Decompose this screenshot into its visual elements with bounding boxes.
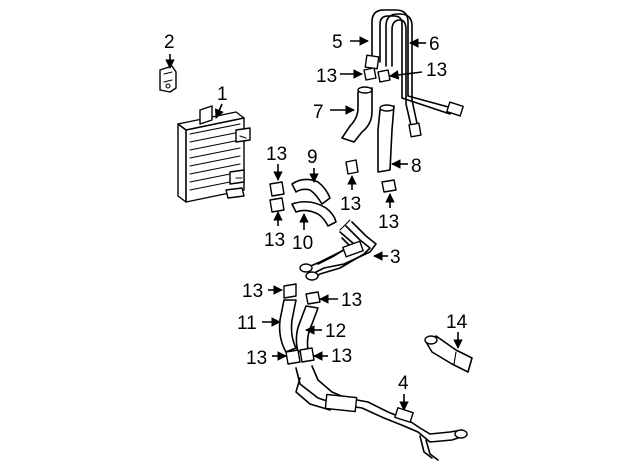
callout-13-mid-left: 13 bbox=[340, 194, 361, 215]
callout-13-upper-left: 13 bbox=[316, 66, 337, 87]
part-6-cooler-line[interactable] bbox=[385, 13, 422, 138]
part-11-hose[interactable] bbox=[278, 299, 297, 353]
callout-13-lower-right: 13 bbox=[331, 346, 352, 367]
clamp-13-mid-right[interactable] bbox=[381, 179, 397, 193]
callout-6: 6 bbox=[429, 34, 440, 55]
callout-4: 4 bbox=[398, 373, 409, 394]
callout-8: 8 bbox=[411, 156, 422, 177]
clamp-13-lower-left[interactable] bbox=[285, 349, 301, 365]
part-4-tube-assembly[interactable] bbox=[295, 365, 468, 461]
callout-11: 11 bbox=[237, 313, 257, 334]
callout-labels: 2 1 5 6 13 13 7 8 9 13 13 13 13 10 3 13 … bbox=[164, 32, 468, 394]
clamp-13-left-lower[interactable] bbox=[269, 197, 285, 213]
part-1-oil-cooler[interactable] bbox=[177, 105, 251, 203]
callout-10: 10 bbox=[292, 233, 313, 254]
callout-13-left-lower: 13 bbox=[264, 230, 285, 251]
callout-1: 1 bbox=[217, 84, 228, 105]
part-3-tube-assembly[interactable] bbox=[299, 219, 377, 281]
clamp-13-lower-right[interactable] bbox=[299, 347, 315, 363]
callout-3: 3 bbox=[390, 247, 401, 268]
callout-13-center-left: 13 bbox=[242, 281, 263, 302]
clamp-13-center-left[interactable] bbox=[283, 283, 297, 299]
clamp-13-mid-left[interactable] bbox=[345, 159, 359, 175]
callout-13-center-right: 13 bbox=[341, 290, 362, 311]
callout-13-left-upper: 13 bbox=[266, 144, 287, 165]
part-7-hose[interactable] bbox=[341, 86, 373, 143]
callout-13-upper-right: 13 bbox=[426, 60, 447, 81]
callout-13-lower-left: 13 bbox=[246, 348, 267, 369]
part-10-hose[interactable] bbox=[291, 200, 337, 227]
clamp-13-center-right[interactable] bbox=[305, 291, 321, 305]
callout-14: 14 bbox=[446, 312, 468, 333]
callout-2: 2 bbox=[164, 32, 175, 53]
part-12-hose[interactable] bbox=[295, 305, 319, 353]
part-14-hose[interactable] bbox=[424, 335, 473, 373]
part-9-hose[interactable] bbox=[291, 178, 331, 205]
part-8-hose[interactable] bbox=[377, 104, 395, 173]
clamp-13-upper-left[interactable] bbox=[363, 67, 377, 81]
callout-7: 7 bbox=[313, 102, 324, 123]
callout-13-mid-right: 13 bbox=[378, 212, 399, 233]
callout-9: 9 bbox=[307, 147, 318, 168]
callout-5: 5 bbox=[332, 32, 343, 53]
leader-lines bbox=[165, 36, 463, 411]
part-2-bracket[interactable] bbox=[159, 65, 177, 93]
part-5-cooler-line[interactable] bbox=[364, 9, 464, 117]
clamp-13-left-upper[interactable] bbox=[269, 181, 285, 197]
callout-12: 12 bbox=[325, 321, 346, 342]
clamp-13-upper-right[interactable] bbox=[377, 69, 391, 83]
